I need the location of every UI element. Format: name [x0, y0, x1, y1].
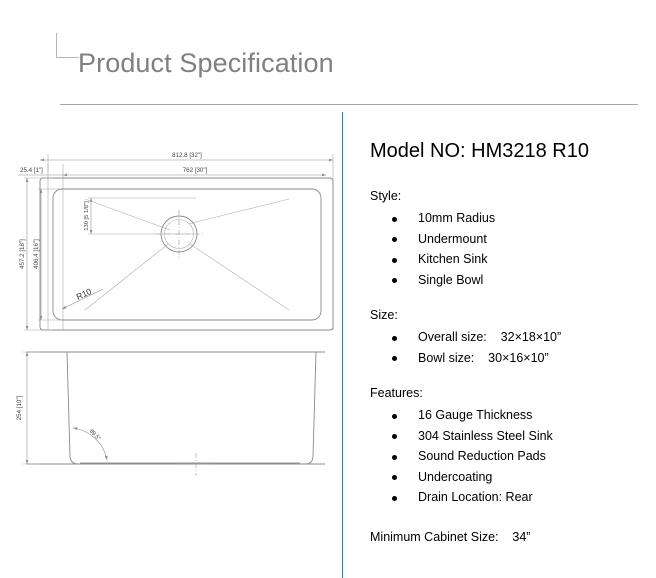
bullet-icon: [392, 356, 397, 361]
top-view-drawing: 812.8 [32"] 762 [30"] 25.4 [1"] 457.2 [1…: [18, 152, 334, 331]
dim-drain-offset: 130 [5 1/8"]: [84, 201, 90, 231]
header-divider-rule: [60, 104, 638, 105]
list-item-label: 304 Stainless Steel Sink: [418, 428, 553, 443]
list-item: Sound Reduction Pads: [370, 446, 656, 467]
group-heading-style: Style:: [370, 189, 402, 203]
bullet-icon: [392, 257, 397, 263]
list-item: Kitchen Sink: [370, 249, 656, 270]
bullet-icon: [392, 454, 397, 460]
bullet-icon: [392, 237, 397, 242]
model-number: Model NO: HM3218 R10: [370, 140, 589, 162]
spec-list-features: 16 Gauge Thickness 304 Stainless Steel S…: [370, 405, 656, 508]
corner-bracket-decoration: [56, 33, 79, 58]
page-title: Product Specification: [78, 48, 334, 78]
list-item-label: Kitchen Sink: [418, 252, 488, 266]
bullet-icon: [392, 335, 397, 341]
dim-bowl-depth: 406.4 [16"]: [33, 239, 40, 269]
list-item-label: Overall size: 32×18×10”: [418, 330, 562, 344]
bullet-icon: [392, 475, 397, 480]
list-item: 16 Gauge Thickness: [370, 405, 656, 426]
list-item: Undermount: [370, 229, 656, 250]
technical-drawing-panel: 812.8 [32"] 762 [30"] 25.4 [1"] 457.2 [1…: [0, 112, 342, 578]
list-item-label: Undermount: [418, 231, 487, 246]
bullet-icon: [392, 413, 397, 419]
specification-panel: Model NO: HM3218 R10 Style: 10mm Radius …: [370, 140, 656, 544]
dim-front-height: 254 [10"]: [16, 395, 23, 420]
list-item: Undercoating: [370, 467, 656, 488]
dim-rim-offset: 25.4 [1"]: [20, 167, 43, 174]
list-item: Drain Location: Rear: [370, 487, 656, 508]
list-item-label: Undercoating: [418, 469, 493, 484]
list-item: 10mm Radius: [370, 208, 656, 229]
bullet-icon: [392, 434, 397, 439]
bullet-icon: [392, 278, 397, 283]
spec-group-features: Features: 16 Gauge Thickness 304 Stainle…: [370, 386, 656, 508]
panel-divider-line: [342, 112, 343, 578]
spec-group-size: Size: Overall size: 32×18×10” Bowl size:…: [370, 308, 656, 368]
list-item: Overall size: 32×18×10”: [370, 327, 656, 348]
minimum-cabinet-size: Minimum Cabinet Size: 34”: [370, 529, 531, 544]
front-view-drawing: 254 [10"] 89.5°: [16, 351, 325, 476]
list-item-label: Drain Location: Rear: [418, 490, 533, 504]
list-item-label: 10mm Radius: [418, 211, 496, 225]
bullet-icon: [392, 216, 397, 222]
list-item: Single Bowl: [370, 270, 656, 291]
group-heading-size: Size:: [370, 308, 398, 322]
list-item-label: Sound Reduction Pads: [418, 449, 546, 463]
group-heading-features: Features:: [370, 386, 423, 400]
dim-bowl-width: 762 [30"]: [183, 167, 208, 174]
list-item: Bowl size: 30×16×10”: [370, 348, 656, 369]
dim-overall-width: 812.8 [32"]: [172, 152, 202, 159]
bullet-icon: [392, 495, 397, 501]
spec-list-style: 10mm Radius Undermount Kitchen Sink Sing…: [370, 208, 656, 290]
spec-group-style: Style: 10mm Radius Undermount Kitchen Si…: [370, 189, 656, 290]
list-item-label: Single Bowl: [418, 272, 484, 287]
list-item-label: Bowl size: 30×16×10”: [418, 350, 549, 365]
callout-corner-radius: R10: [75, 286, 94, 302]
spec-list-size: Overall size: 32×18×10” Bowl size: 30×16…: [370, 327, 656, 368]
list-item: 304 Stainless Steel Sink: [370, 426, 656, 447]
dim-wall-angle: 89.5°: [88, 429, 102, 443]
list-item-label: 16 Gauge Thickness: [418, 408, 533, 422]
dim-overall-depth: 457.2 [18"]: [19, 239, 26, 269]
